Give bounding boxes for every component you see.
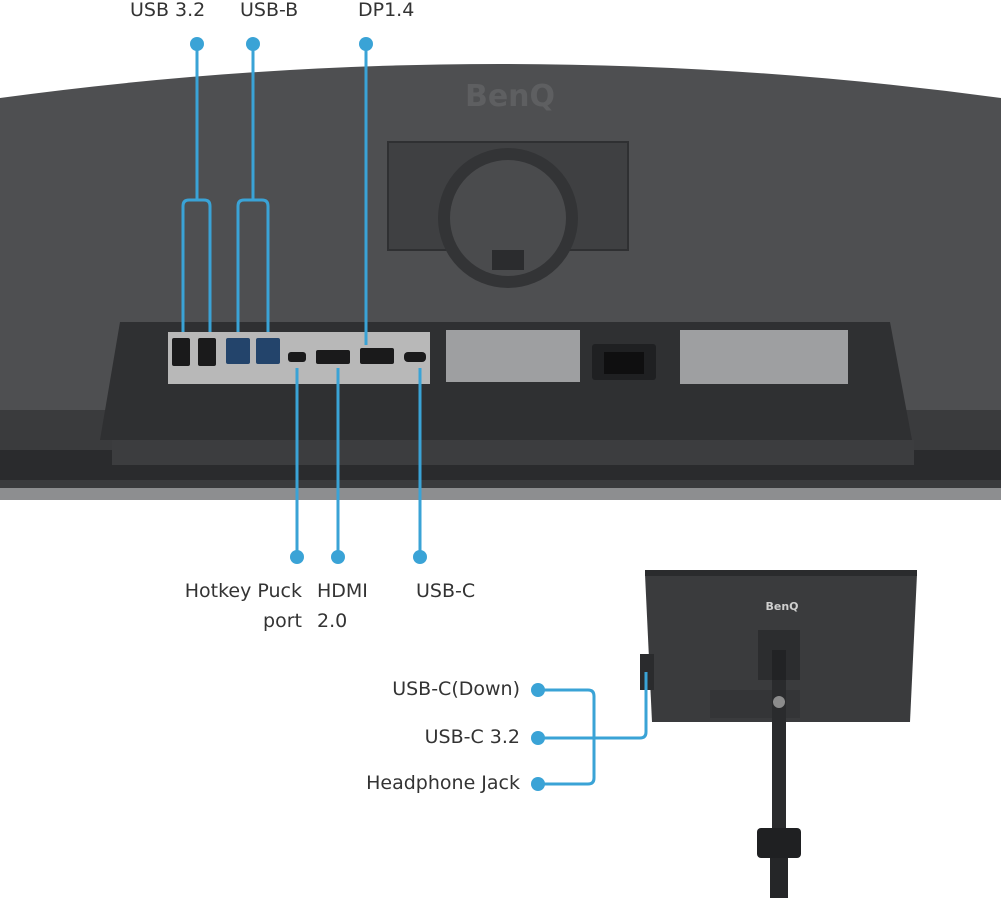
label-usbc32: USB-C 3.2 bbox=[424, 726, 520, 748]
callout-dot-usb32 bbox=[190, 37, 204, 51]
label-usbb: USB-B bbox=[240, 0, 299, 21]
callout-dot-hotkey bbox=[290, 550, 304, 564]
vesa-mount-plate bbox=[387, 141, 629, 288]
monitor-side-view: BenQ bbox=[640, 570, 917, 898]
brand-logo: BenQ bbox=[465, 79, 555, 114]
callout-dot-hdmi bbox=[331, 550, 345, 564]
port-bay bbox=[100, 322, 914, 465]
label-hdmi: HDMI 2.0 bbox=[317, 576, 368, 637]
label-dp14: DP1.4 bbox=[358, 0, 415, 21]
label-usbc: USB-C bbox=[416, 580, 476, 602]
label-usbc-down: USB-C(Down) bbox=[392, 678, 520, 700]
callout-dot-dp bbox=[359, 37, 373, 51]
label-hotkey-line2: port bbox=[263, 610, 302, 633]
monitor-rear-view: BenQ bbox=[0, 64, 1001, 500]
label-hdmi-line1: HDMI bbox=[317, 580, 368, 602]
small-brand-logo: BenQ bbox=[765, 600, 798, 613]
label-hotkey-puck: Hotkey Puck port bbox=[160, 576, 302, 637]
label-hotkey-line1: Hotkey Puck bbox=[184, 580, 302, 602]
label-hdmi-line2: 2.0 bbox=[317, 610, 348, 633]
label-headphone-jack: Headphone Jack bbox=[366, 772, 520, 794]
callout-dot-usbc bbox=[413, 550, 427, 564]
label-usb32: USB 3.2 bbox=[130, 0, 206, 21]
callout-dot-usbb bbox=[246, 37, 260, 51]
callout-dots bbox=[190, 37, 545, 791]
callout-lines-top bbox=[181, 44, 422, 557]
callout-lines-side bbox=[538, 672, 648, 786]
